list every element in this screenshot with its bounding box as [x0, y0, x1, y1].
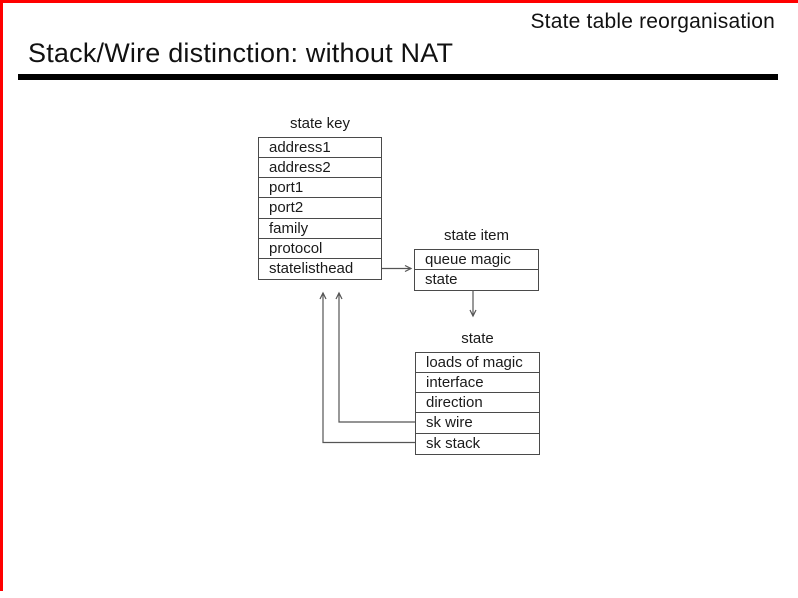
table-row: port2: [259, 198, 381, 219]
title-rule: [18, 74, 778, 80]
table-row: sk wire: [416, 413, 539, 434]
table-row: sk stack: [426, 434, 481, 452]
table-row: address1: [259, 138, 381, 159]
slide-header-label: State table reorganisation: [530, 10, 775, 33]
connector-sk-wire-to-state-key: [335, 291, 415, 423]
table-row: direction: [416, 393, 539, 414]
table-row: queue magic: [415, 250, 538, 271]
table-row: interface: [416, 373, 539, 394]
table-row: address2: [259, 158, 381, 179]
table-row: loads of magic: [416, 353, 539, 374]
table-row: statelisthead: [269, 259, 354, 277]
table-label: state item: [443, 227, 510, 244]
table-label: state key: [289, 115, 351, 132]
table-row: protocol: [259, 239, 381, 259]
table-label: state: [461, 330, 494, 347]
table-row: state: [425, 271, 458, 289]
left-accent-bar: [0, 0, 3, 591]
table-row: port1: [259, 178, 381, 199]
table-row: family: [259, 219, 381, 239]
page-title: Stack/Wire distinction: without NAT: [28, 38, 454, 68]
top-accent-bar: [0, 0, 798, 3]
connector-sk-stack-to-state-key: [319, 291, 415, 444]
